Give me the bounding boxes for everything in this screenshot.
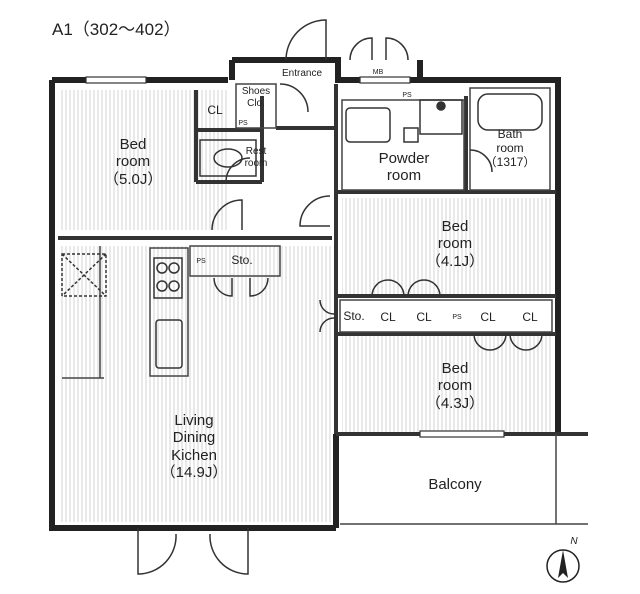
restroom-label: Rest room: [244, 146, 268, 169]
plan-title: A1（302〜402）: [52, 20, 181, 39]
entrance-door: [285, 19, 327, 61]
bedroom-1-label: Bed room （5.0J）: [104, 136, 163, 188]
windows: [85, 76, 505, 438]
ps-marker-1: PS: [238, 120, 248, 127]
mb-marker: MB: [372, 69, 384, 76]
bath-door: [469, 149, 493, 173]
rest-door: [225, 157, 251, 183]
ps-marker-4: PS: [452, 314, 462, 321]
doors: [137, 19, 543, 575]
storage-mid-label: Sto.: [343, 309, 365, 323]
stove: [153, 257, 183, 299]
ps-marker-2: PS: [402, 92, 412, 99]
toilet-area: [199, 139, 257, 177]
bathroom-label: Bath room （1317）: [484, 127, 536, 169]
bedroom-3-label: Bed room （4.3J）: [425, 360, 485, 412]
closet-b-label: CL: [416, 310, 432, 324]
closet-d-label: CL: [522, 310, 538, 324]
balcony-label: Balcony: [428, 476, 482, 493]
closet-top-label: CL: [207, 103, 223, 117]
shoes-closet-label: Shoes Clo.: [241, 86, 271, 109]
ldk-label: Living Dining Kichen （14.9J）: [160, 412, 228, 481]
washer-pan: [419, 99, 463, 135]
bathtub: [477, 93, 543, 131]
north-label: N: [570, 536, 578, 547]
kitchen-sink: [155, 319, 183, 369]
fixtures: [61, 93, 543, 369]
closet-c-label: CL: [480, 310, 496, 324]
ps-marker-3: PS: [196, 258, 206, 265]
shoes-door: [279, 83, 309, 113]
north-arrow: [546, 549, 580, 583]
bed1-door: [211, 199, 243, 231]
bed2-door: [299, 195, 331, 227]
entrance-label: Entrance: [281, 68, 323, 79]
powder-room-label: Powder room: [378, 150, 430, 185]
storage-kitchen-label: Sto.: [231, 253, 253, 267]
powder-sink: [345, 107, 391, 143]
closet-a-label: CL: [380, 310, 396, 324]
bedroom-2-label: Bed room （4.1J）: [425, 218, 485, 270]
stair-void: [61, 253, 107, 297]
fixture-lines: [62, 83, 588, 525]
